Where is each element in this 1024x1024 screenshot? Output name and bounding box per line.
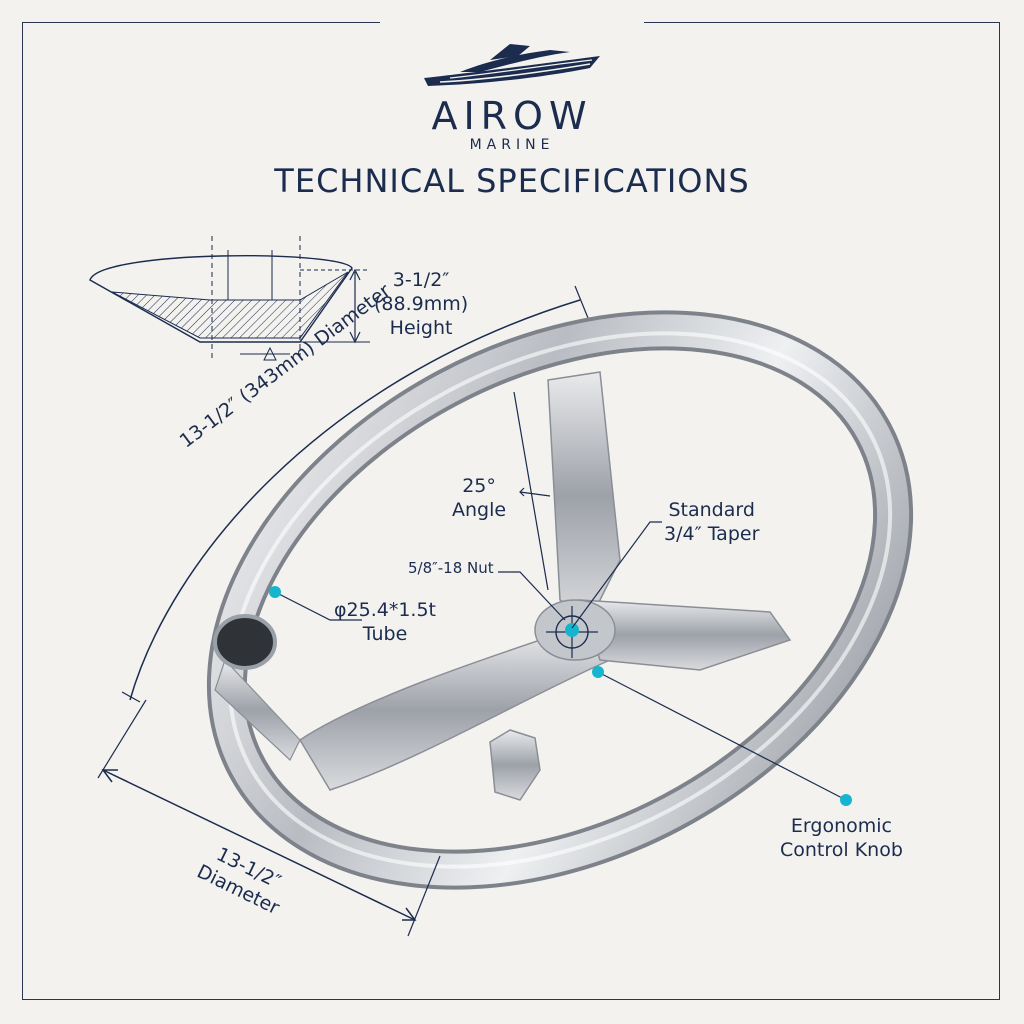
hex-nut (489, 729, 541, 801)
brand-name: AIROW (431, 94, 593, 138)
height-label: 3-1/2″ (88.9mm) Height (374, 269, 469, 339)
tube-label: φ25.4*1.5t Tube (334, 599, 437, 645)
control-knob (213, 614, 301, 761)
frame-title-gap (380, 19, 644, 27)
center-target-marker (546, 606, 598, 658)
wheel-spokes (298, 371, 792, 791)
taper-label: Standard 3/4″ Taper (664, 499, 760, 545)
nut-label: 5/8″-18 Nut (408, 559, 494, 577)
angle-dimension (513, 391, 551, 591)
callout-leaders (269, 521, 852, 806)
wheel-rim (206, 310, 914, 890)
page-title: TECHNICAL SPECIFICATIONS (274, 162, 750, 200)
cross-section-sketch (89, 236, 370, 361)
bottom-diameter-dimension (97, 699, 441, 937)
diameter-arc-dimension (121, 285, 589, 703)
angle-label: 25° Angle (452, 475, 507, 521)
brand-subtitle: MARINE (469, 137, 555, 153)
knob-label: Ergonomic Control Knob (780, 815, 903, 861)
speedboat-logo-icon (424, 44, 600, 86)
